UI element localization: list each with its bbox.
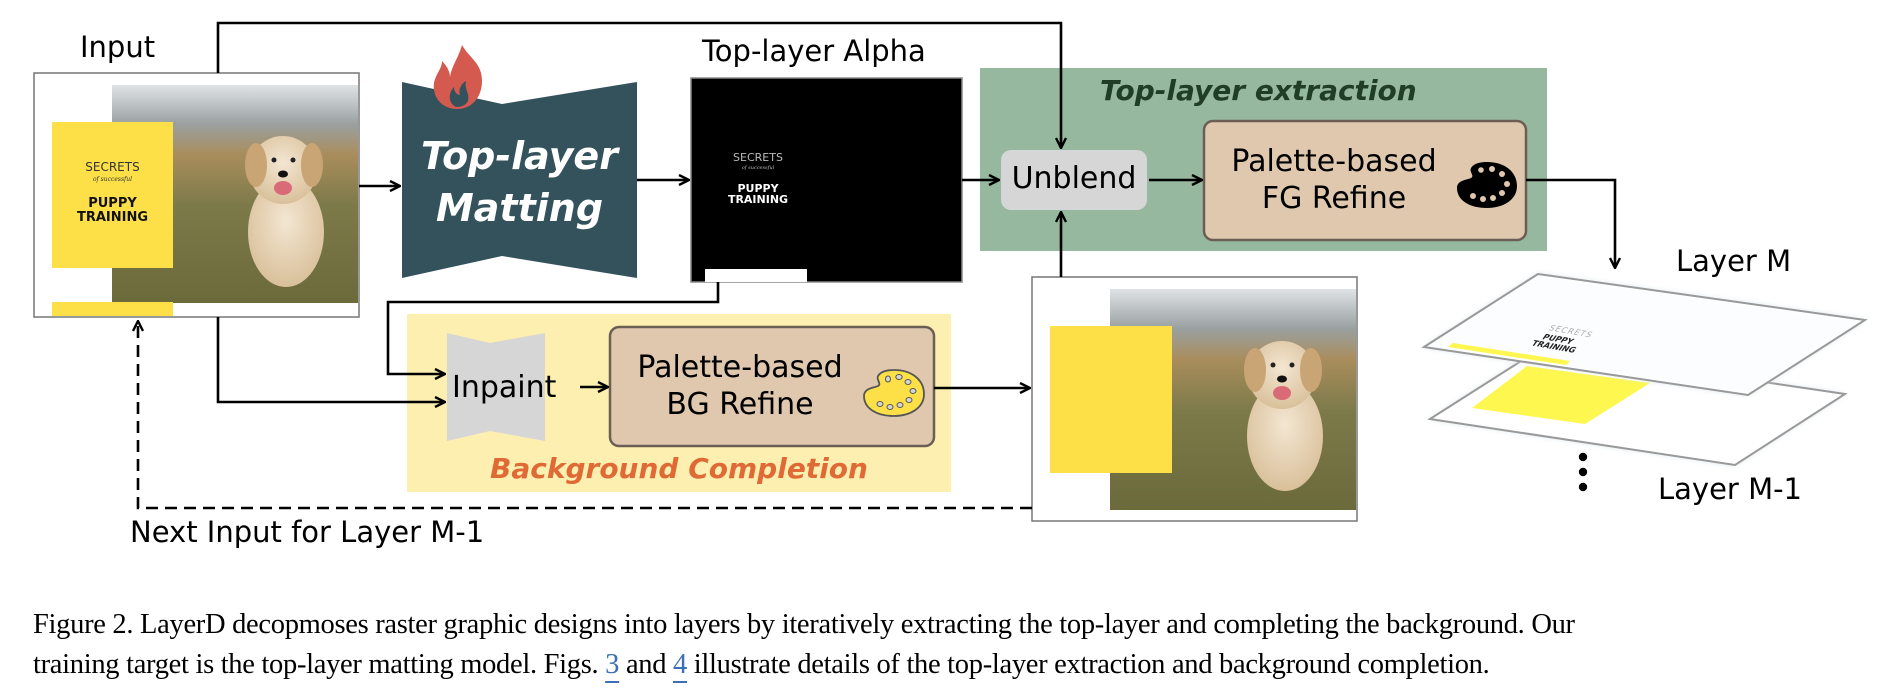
- completed-background-image: [1031, 276, 1358, 522]
- alpha-secrets: SECRETS: [733, 151, 783, 164]
- alpha-training: TRAINING: [727, 193, 789, 206]
- inpaint-label: Inpaint: [452, 370, 557, 405]
- arrow-input-to-unblend-top: [216, 21, 1061, 148]
- layerd-pipeline-diagram: SECRETS PUPPY TRAINING: [33, 21, 1868, 549]
- fg-refine-label-line1: Palette-based: [1231, 144, 1437, 179]
- puppy-photo: [1244, 341, 1323, 491]
- palette-icon: [863, 369, 925, 417]
- top-layer-alpha-image: [690, 77, 963, 283]
- arrow-alpha-to-inpaint: [386, 282, 720, 374]
- input-label: Input: [80, 30, 156, 64]
- layer-m-minus-1-label: Layer M-1: [1658, 472, 1803, 506]
- top-layer-alpha-label: Top-layer Alpha: [702, 34, 926, 68]
- unblend-box: [1001, 150, 1147, 210]
- figure-ref-link-3[interactable]: 3: [605, 649, 620, 680]
- caption-text: training target is the top-layer matting…: [33, 649, 606, 680]
- input-image: [33, 72, 360, 318]
- alpha-puppy: PUPPY: [737, 182, 779, 195]
- matting-label-line2: Matting: [435, 186, 604, 230]
- arrow-fg-refine-to-layer-m: [1526, 178, 1615, 268]
- poster-secrets: SECRETS: [85, 160, 140, 174]
- figure-ref-link-4[interactable]: 4: [673, 649, 687, 680]
- caption-text: Figure 2. LayerD decopmoses raster graph…: [33, 609, 1575, 640]
- layer-m-plane: [1421, 272, 1868, 397]
- bg-refine-label-line1: Palette-based: [637, 350, 843, 385]
- flame-icon: [433, 45, 482, 109]
- fg-refine-label-line2: FG Refine: [1261, 181, 1407, 216]
- completion-group-title: Background Completion: [490, 452, 868, 485]
- yellow-block-layer: [1472, 366, 1650, 424]
- caption-text: and: [619, 649, 674, 680]
- alpha-of-successful: of successful: [741, 165, 775, 171]
- poster-training: TRAINING: [76, 210, 149, 225]
- caption-line-1: Figure 2. LayerD decopmoses raster graph…: [33, 605, 1903, 645]
- layer-m-label: Layer M: [1676, 244, 1792, 278]
- inpaint-network-shape: [447, 333, 545, 441]
- matting-network-shape: [402, 82, 637, 278]
- extraction-group-title: Top-layer extraction: [1100, 74, 1417, 107]
- poster-of-successful: of successful: [92, 176, 133, 183]
- caption-text: illustrate details of the top-layer extr…: [686, 649, 1490, 680]
- vertical-ellipsis-icon: [1578, 452, 1588, 492]
- next-input-label: Next Input for Layer M-1: [130, 515, 485, 549]
- puppy-photo: [245, 136, 324, 287]
- arrow-input-to-inpaint: [216, 317, 445, 402]
- poster-puppy: PUPPY: [88, 196, 137, 211]
- unblend-label: Unblend: [1011, 161, 1137, 196]
- figure-caption: Figure 2. LayerD decopmoses raster graph…: [33, 605, 1903, 685]
- dashed-arrow-next-input: [138, 321, 1032, 510]
- bg-refine-box: [608, 325, 936, 448]
- matting-label-line1: Top-layer: [421, 134, 618, 178]
- palette-icon: [1457, 162, 1517, 208]
- layer-stack: SECRETS PUPPY TRAINING: [1421, 272, 1868, 492]
- caption-line-2: training target is the top-layer matting…: [33, 645, 1903, 685]
- bg-refine-label-line2: BG Refine: [666, 387, 814, 422]
